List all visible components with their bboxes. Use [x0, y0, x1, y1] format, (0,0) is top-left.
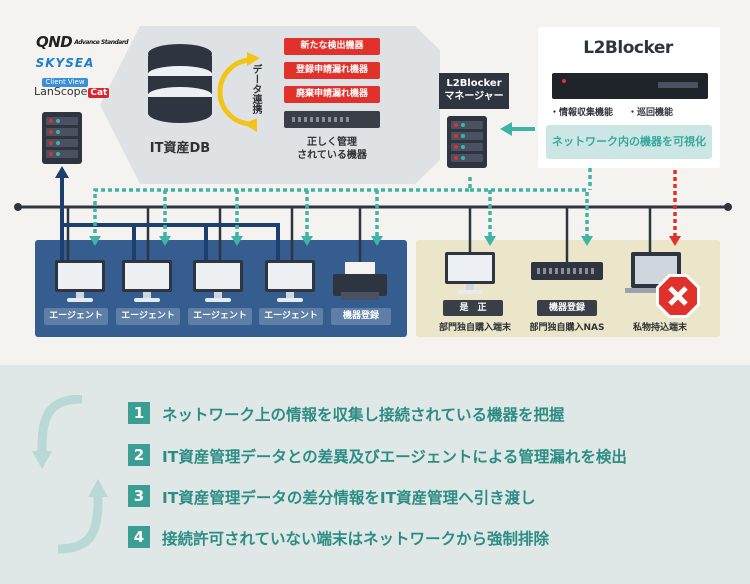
agent-label: エージェント — [116, 308, 180, 325]
step-number: 2 — [128, 444, 150, 466]
agent-pc-icon — [55, 260, 105, 304]
nas-icon — [531, 262, 603, 280]
block-icon — [656, 274, 700, 318]
step-text: IT資産管理データの差分情報をIT資産管理へ引き渡し — [162, 489, 536, 507]
feature-patrol: ・巡回機能 — [628, 108, 674, 118]
agent-label: エージェント — [188, 308, 252, 325]
it-db-label: IT資産DB — [149, 141, 211, 156]
asset-server-icon — [42, 112, 82, 164]
nas-caption: 部門独自購入NAS — [529, 323, 605, 333]
dept-pc-caption: 部門独自購入端末 — [438, 323, 511, 333]
l2-manager-server-icon — [447, 116, 487, 168]
managed-device-icon — [284, 111, 380, 128]
visualize-label: ネットワーク内の機器を可視化 — [546, 125, 712, 159]
database-icon — [148, 44, 212, 123]
l2-manager-label: L2Blocker マネージャー — [439, 73, 509, 109]
agent-pc-icon — [122, 260, 172, 304]
step-number: 4 — [128, 526, 150, 548]
agent-pc-icon — [193, 260, 243, 304]
agent-pc-icon — [265, 260, 315, 304]
step-text: 接続許可されていない端末はネットワークから強制排除 — [162, 530, 550, 548]
agent-label: エージェント — [44, 308, 108, 325]
alert-unregistered: 登録申請漏れ機器 — [284, 62, 380, 79]
managed-label: 正しく管理 されている機器 — [297, 137, 367, 161]
alert-undisposed: 廃棄申請漏れ機器 — [284, 86, 380, 103]
l2blocker-box: L2Blocker ・情報収集機能 ・巡回機能 ネットワーク内の機器を可視化 — [538, 27, 720, 168]
correct-tag: 是 正 — [443, 300, 503, 316]
cycle-arrows-icon — [32, 395, 108, 554]
data-link-label: データ連携 — [250, 64, 261, 114]
step-number: 3 — [128, 485, 150, 507]
steps-section — [0, 365, 750, 584]
step-number: 1 — [128, 402, 150, 424]
feature-collect: ・情報収集機能 — [550, 108, 614, 118]
sensor-device-icon — [552, 73, 708, 99]
dept-pc-icon — [445, 252, 495, 296]
printer-icon — [333, 262, 387, 300]
agent-label: エージェント — [259, 308, 323, 325]
step-text: ネットワーク上の情報を収集し接続されている機器を把握 — [162, 406, 565, 424]
alert-new-device: 新たな検出機器 — [284, 38, 380, 55]
l2blocker-logo: L2Blocker — [583, 38, 673, 58]
printer-label: 機器登録 — [331, 308, 391, 325]
skysea-logo: SKYSEA Client View — [35, 56, 95, 87]
private-pc-caption: 私物持込端末 — [632, 323, 687, 333]
register-tag: 機器登録 — [537, 300, 597, 316]
step-text: IT資産管理データとの差異及びエージェントによる管理漏れを検出 — [162, 448, 627, 466]
